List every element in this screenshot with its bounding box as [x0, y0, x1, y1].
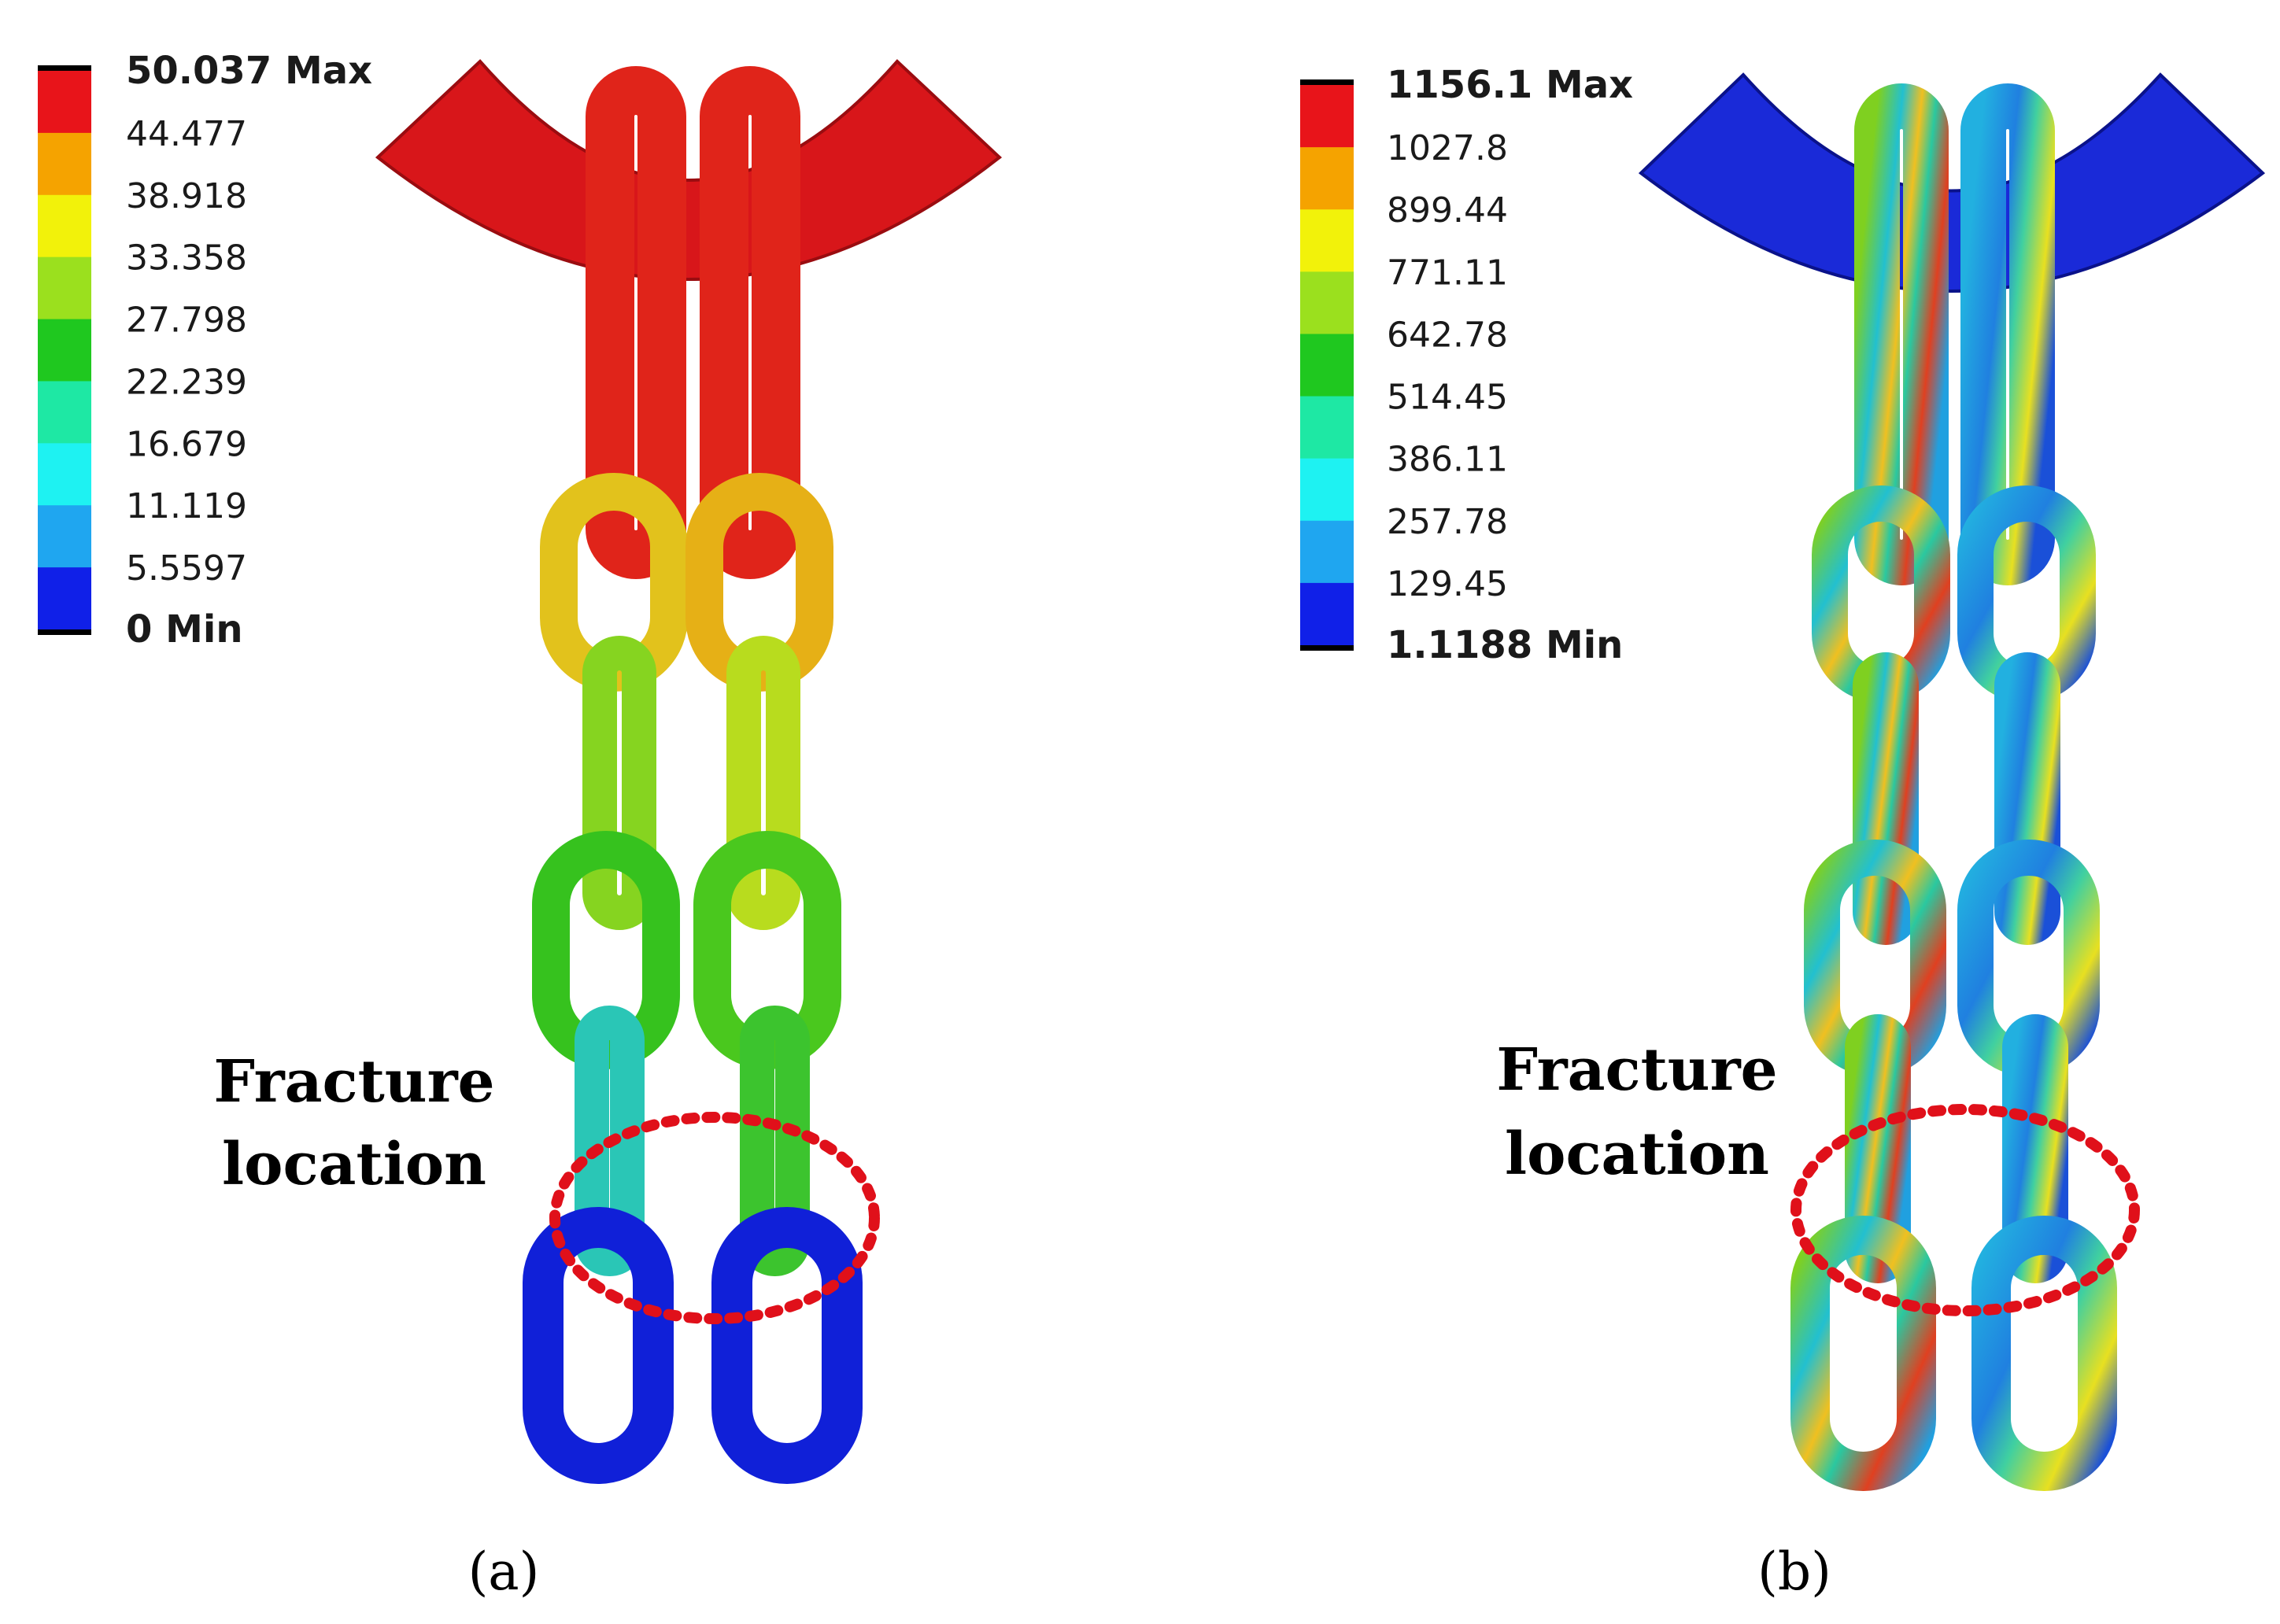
annotation-line-1-a: Fracture: [213, 1048, 494, 1116]
fairlead-arc-b: [1638, 72, 2266, 293]
chain-left-b: [1790, 83, 1950, 1491]
legend-swatch: [38, 505, 91, 568]
fracture-ellipse-a: [549, 1112, 880, 1324]
legend-label: 129.45: [1387, 564, 1508, 604]
chain-right-a: [685, 66, 863, 1484]
legend-swatch: [1300, 85, 1354, 148]
annotation-line-2-a: location: [222, 1131, 486, 1198]
legend-label: 22.239: [126, 362, 247, 402]
legend-swatch: [1300, 582, 1354, 646]
chain-link: [1960, 83, 2055, 585]
legend-label: 27.798: [126, 301, 247, 341]
legend-swatch: [1300, 396, 1354, 460]
legend-label: 5.5597: [126, 548, 247, 589]
legend-label: 50.037 Max: [126, 49, 372, 93]
annotation-line-2-b: location: [1505, 1120, 1769, 1188]
legend-label: 1027.8: [1387, 128, 1508, 168]
legend-swatch: [38, 71, 91, 134]
legend-swatch: [38, 443, 91, 506]
legend-label: 0 Min: [126, 607, 243, 651]
fracture-ellipse-b: [1790, 1104, 2140, 1316]
legend-label: 257.78: [1387, 502, 1508, 542]
chain-link: [2002, 1014, 2068, 1283]
legend-swatch: [38, 257, 91, 320]
legend-label: 1156.1 Max: [1387, 63, 1633, 107]
legend-label: 38.918: [126, 176, 247, 216]
caption-a: (a): [468, 1541, 540, 1602]
chain-link: [1845, 1014, 1911, 1283]
legend-label: 1.1188 Min: [1387, 623, 1623, 667]
chain-link: [586, 66, 686, 579]
caption-b: (b): [1757, 1541, 1831, 1602]
legend-swatch: [1300, 458, 1354, 522]
chain-link: [700, 66, 800, 579]
legend-cap-top: [38, 65, 91, 71]
chain-link: [575, 1006, 645, 1276]
chain-link: [582, 636, 656, 930]
legend-swatch: [38, 319, 91, 382]
legend-swatch: [1300, 271, 1354, 334]
legend-bar-b: [1300, 79, 1354, 651]
chain-link: [1994, 652, 2060, 945]
legend-label: 771.11: [1387, 253, 1508, 293]
legend-label: 386.11: [1387, 440, 1508, 480]
legend-swatch: [38, 132, 91, 196]
chain-link: [726, 636, 800, 930]
legend-label: 514.45: [1387, 378, 1508, 418]
legend-swatch: [1300, 520, 1354, 584]
legend-label: 642.78: [1387, 315, 1508, 355]
legend-swatch: [38, 567, 91, 630]
legend-bar-a: [38, 65, 91, 635]
chain-link: [740, 1006, 810, 1276]
panel-b: 1156.1 Max 1027.8 899.44 771.11 642.78 514.45…: [1300, 63, 2266, 1602]
chain-link: [1790, 1216, 1936, 1491]
chain-left-a: [523, 66, 688, 1484]
panel-a: 50.037 Max 44.477 38.918 33.358 27.798 22.239…: [38, 49, 1003, 1602]
legend-swatch: [38, 194, 91, 258]
legend-swatch: [38, 381, 91, 444]
chain-link: [711, 1207, 863, 1484]
legend-label: 899.44: [1387, 190, 1508, 231]
chain-right-b: [1957, 83, 2117, 1491]
legend-cap-bottom: [1300, 645, 1354, 651]
legend-cap-top: [1300, 79, 1354, 85]
legend-cap-bottom: [38, 629, 91, 635]
chain-link: [1853, 652, 1919, 945]
legend-label: 11.119: [126, 486, 247, 526]
chain-link: [1854, 83, 1949, 585]
legend-label: 16.679: [126, 424, 247, 464]
chain-link: [1971, 1216, 2117, 1491]
legend-swatch: [1300, 209, 1354, 272]
legend-labels-b: 1156.1 Max 1027.8 899.44 771.11 642.78 514.45…: [1387, 63, 1633, 667]
legend-label: 44.477: [126, 114, 247, 154]
annotation-line-1-b: Fracture: [1496, 1036, 1777, 1104]
chain-link: [523, 1207, 674, 1484]
legend-swatch: [1300, 147, 1354, 210]
fairlead-arc-a: [375, 59, 1003, 281]
legend-labels-a: 50.037 Max 44.477 38.918 33.358 27.798 22.239…: [126, 49, 372, 651]
legend-swatch: [1300, 334, 1354, 397]
legend-label: 33.358: [126, 238, 247, 279]
